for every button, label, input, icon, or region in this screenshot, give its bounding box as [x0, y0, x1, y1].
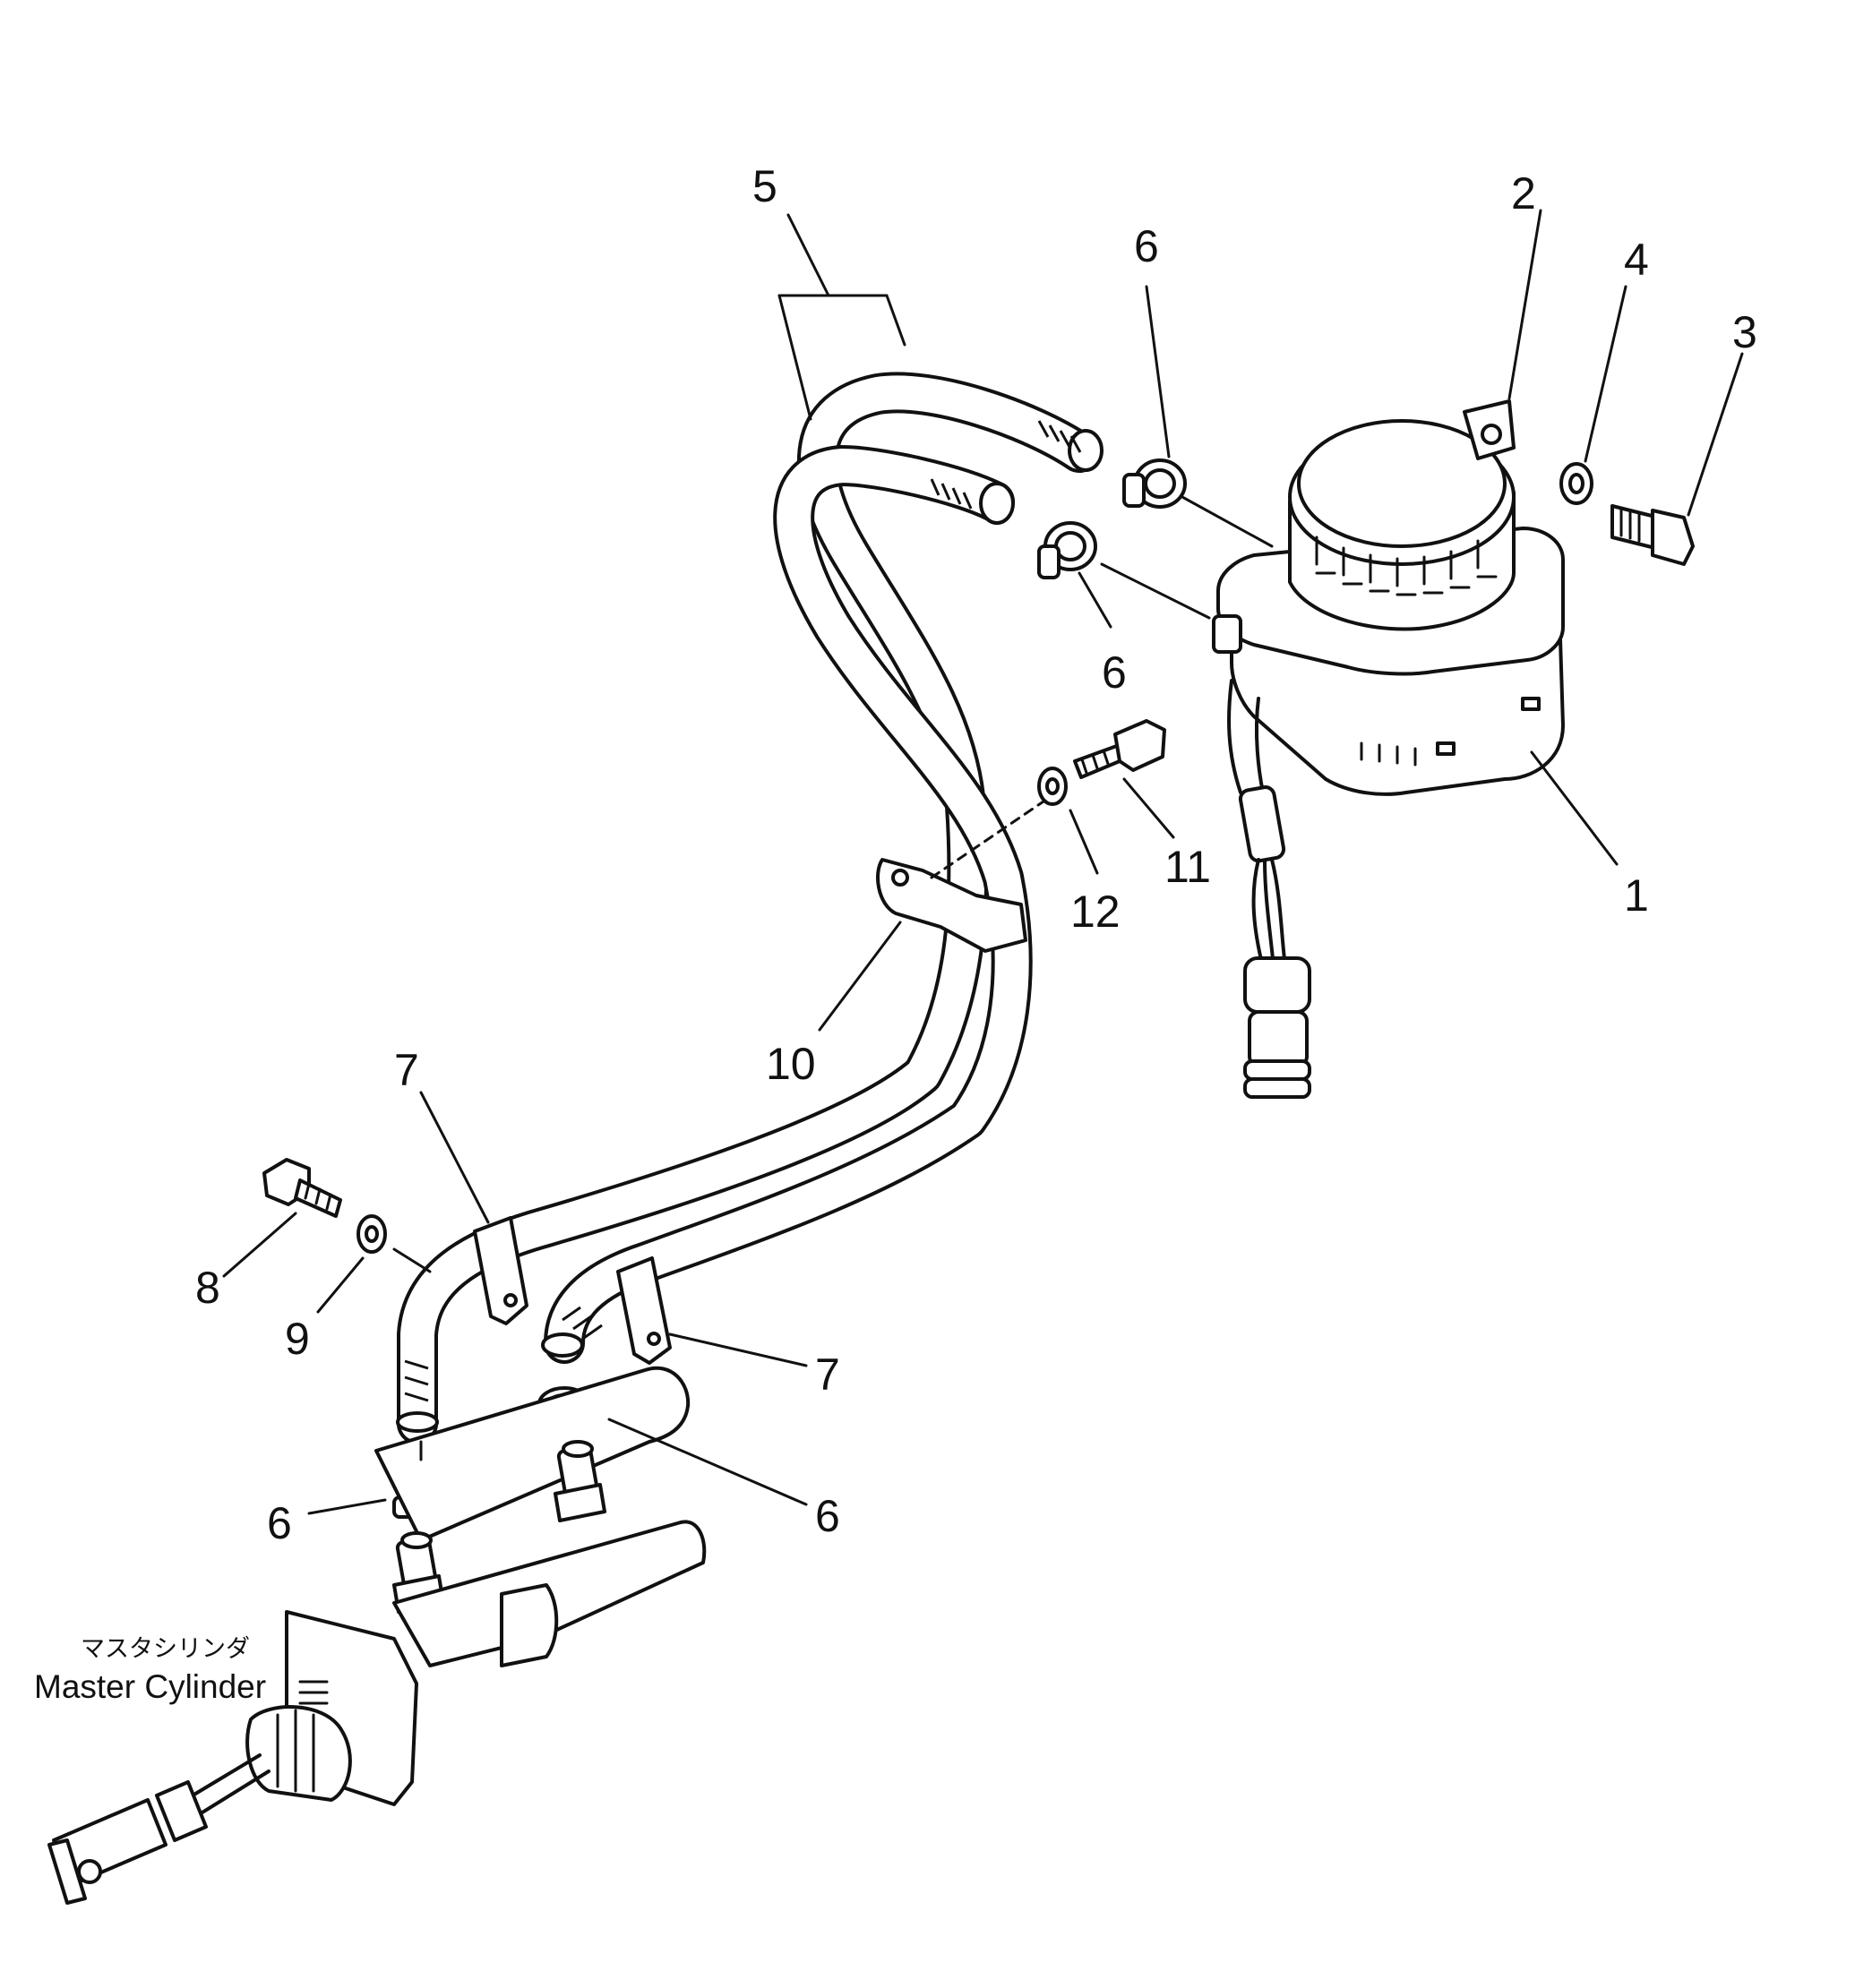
washer-4 — [1559, 462, 1593, 505]
callout-5: 5 — [752, 161, 777, 211]
clamp-10 — [876, 858, 1027, 953]
reservoir-tank — [1212, 399, 1565, 796]
level-sensor-lead — [1227, 679, 1311, 1099]
callout-8: 8 — [195, 1263, 220, 1313]
hose-clamp-6-middle — [1037, 521, 1097, 579]
callout-2: 2 — [1511, 168, 1536, 219]
washer-9 — [356, 1214, 387, 1254]
callout-9: 9 — [285, 1314, 310, 1364]
master-cylinder — [47, 1366, 707, 1905]
callout-labels: 1 2 3 4 5 6 6 6 6 7 7 8 9 10 11 12 — [195, 161, 1757, 1548]
hose-assembly — [396, 372, 1104, 1444]
clamp-7-right — [616, 1256, 672, 1365]
master-cylinder-caption: マスタシリンダ Master Cylinder — [34, 1635, 266, 1705]
hose-clamp-6-upper — [1122, 458, 1187, 509]
callout-10: 10 — [766, 1039, 816, 1089]
callout-6-lower-left: 6 — [267, 1498, 292, 1548]
leader-lines — [222, 209, 1744, 1705]
callout-12: 12 — [1070, 887, 1121, 937]
callout-6-lower-right: 6 — [815, 1491, 840, 1541]
clamp-7-left — [473, 1216, 528, 1325]
bolt-3 — [1610, 504, 1695, 566]
master-cylinder-label-en: Master Cylinder — [34, 1668, 266, 1705]
callout-7-right: 7 — [815, 1350, 840, 1400]
callout-6-middle: 6 — [1102, 647, 1127, 698]
callout-1: 1 — [1624, 870, 1649, 921]
callout-11: 11 — [1164, 842, 1211, 892]
master-cylinder-label-jp: マスタシリンダ — [81, 1635, 250, 1663]
bolt-11 — [1073, 719, 1166, 779]
washer-12 — [1037, 767, 1068, 806]
callout-7-left: 7 — [394, 1045, 419, 1095]
callout-4: 4 — [1624, 235, 1649, 285]
callout-6-top: 6 — [1134, 221, 1159, 271]
callout-3: 3 — [1732, 307, 1757, 357]
bolt-8 — [262, 1158, 342, 1218]
